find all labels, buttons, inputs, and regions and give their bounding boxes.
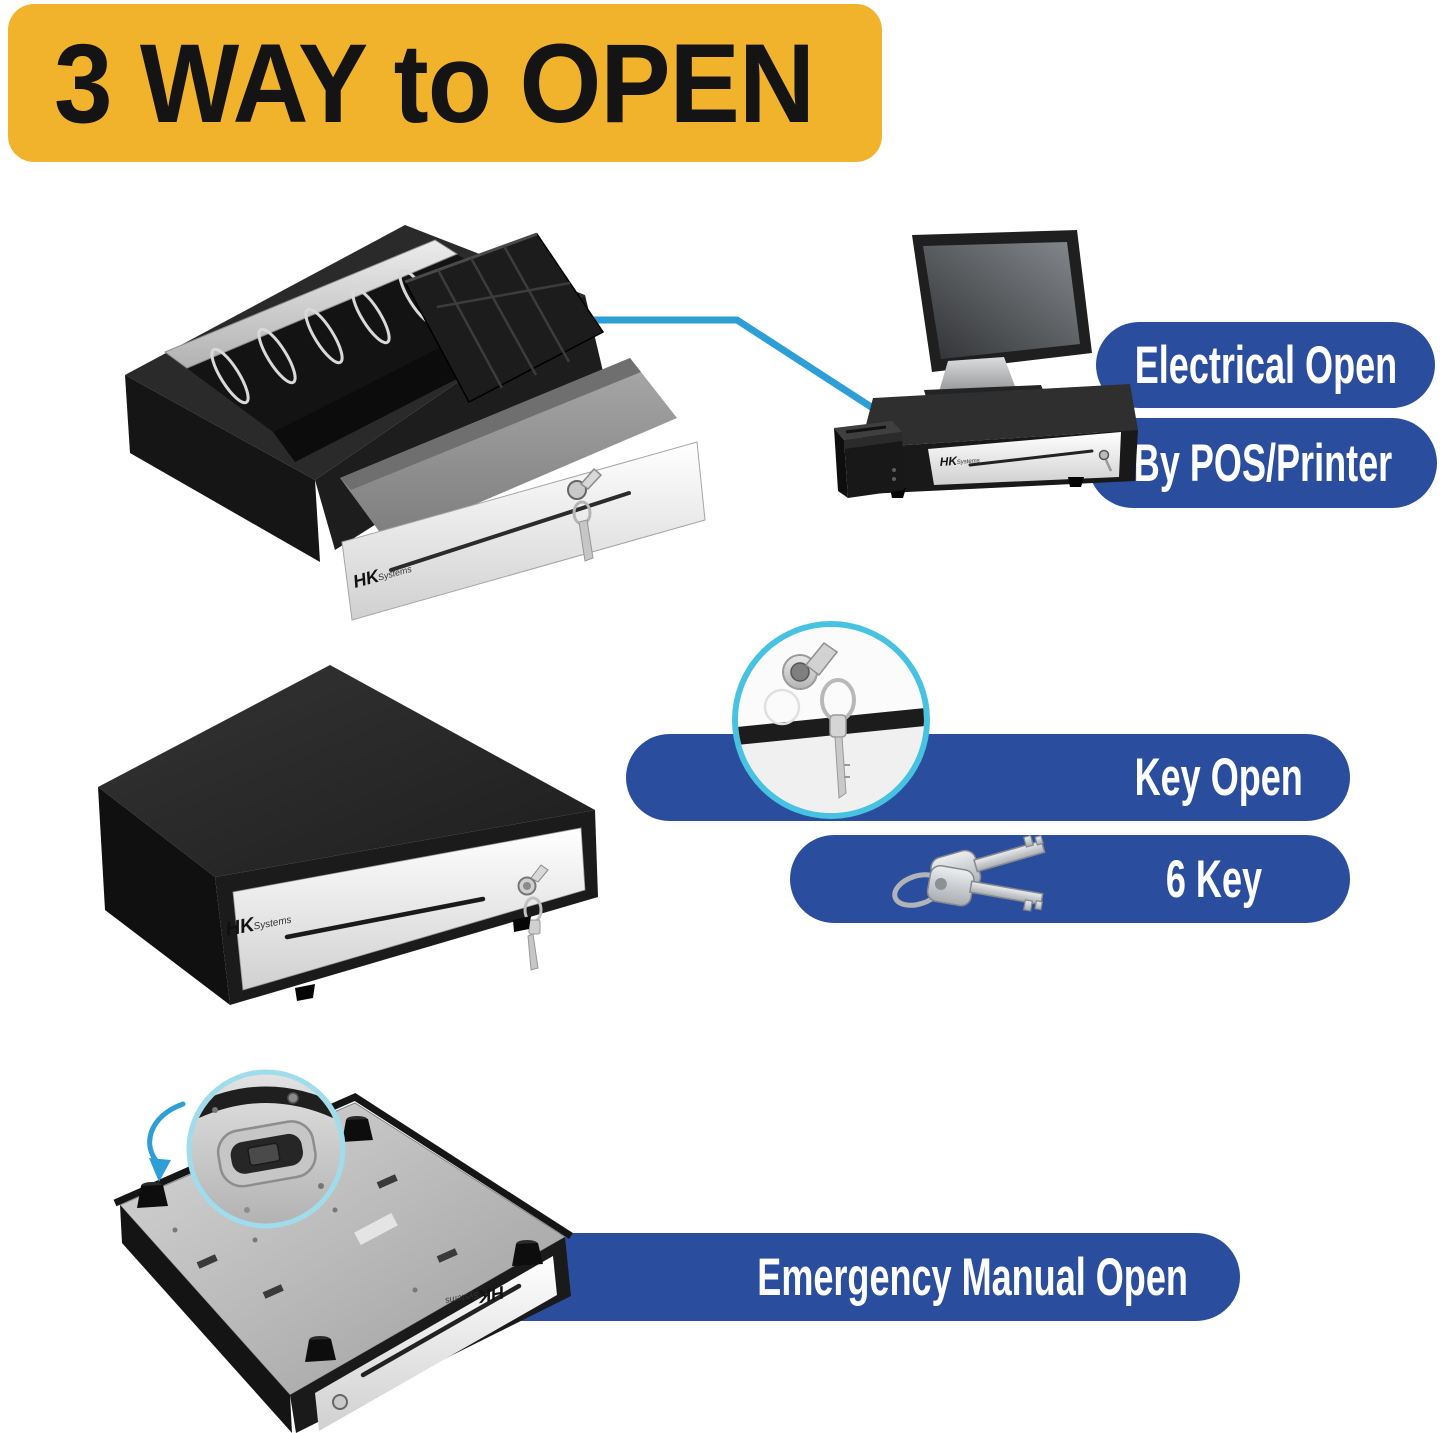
inserted-key	[804, 641, 839, 677]
lock-with-keys	[567, 467, 603, 562]
title-banner: 3 WAY to OPEN	[8, 4, 882, 162]
pos-cash-drawer: HK Systems	[860, 384, 1138, 498]
rubber-feet	[137, 1116, 543, 1362]
six-key-pill: 6 Key	[790, 835, 1350, 923]
svg-text:Systems: Systems	[957, 458, 980, 466]
lock-with-keys	[517, 864, 549, 971]
six-key-label: 6 Key	[1165, 849, 1262, 909]
drawer-underside-photo: HK Systems	[113, 1069, 573, 1433]
bill-slot	[360, 1283, 522, 1378]
drawer-front-panel	[232, 827, 586, 991]
cash-till-tray	[163, 232, 605, 462]
svg-text:HK: HK	[939, 454, 959, 469]
drawer-side	[98, 787, 230, 1005]
monitor-stand	[938, 357, 1016, 395]
hanging-key	[829, 714, 850, 799]
electrical-open-pill: Electrical Open	[1096, 322, 1435, 408]
drawer-side	[120, 1205, 292, 1433]
emergency-release-inset	[186, 1069, 346, 1229]
key-lock-inset	[732, 621, 930, 819]
page-title: 3 WAY to OPEN	[54, 21, 815, 146]
pointer-arrow	[147, 1101, 186, 1182]
pos-system-photo: HK Systems	[834, 230, 1138, 498]
by-pos-printer-label: By POS/Printer	[1133, 433, 1392, 493]
release-opening	[216, 1120, 317, 1188]
key-open-label: Key Open	[1134, 748, 1303, 807]
coin-tray	[403, 232, 605, 404]
bill-clips	[210, 268, 438, 405]
brand-logo: HK Systems	[939, 454, 980, 469]
drawer-top	[98, 665, 595, 877]
drawer-lock	[332, 1394, 348, 1410]
closed-cash-drawer-photo: HK Systems	[98, 665, 598, 1005]
six-keys-photo	[892, 834, 1046, 912]
emergency-manual-open-label: Emergency Manual Open	[757, 1247, 1188, 1307]
key	[926, 864, 1044, 912]
open-cash-drawer-photo: HK Systems	[125, 225, 706, 621]
by-pos-printer-pill: By POS/Printer	[1088, 418, 1437, 508]
electrical-open-label: Electrical Open	[1134, 335, 1397, 395]
drawer-lock	[1098, 449, 1110, 461]
open-drawer-tray: HK Systems	[340, 358, 706, 621]
receipt-printer	[834, 421, 904, 498]
bill-slot	[284, 896, 486, 940]
pos-monitor	[912, 230, 1092, 419]
lock-cylinder	[782, 641, 839, 690]
